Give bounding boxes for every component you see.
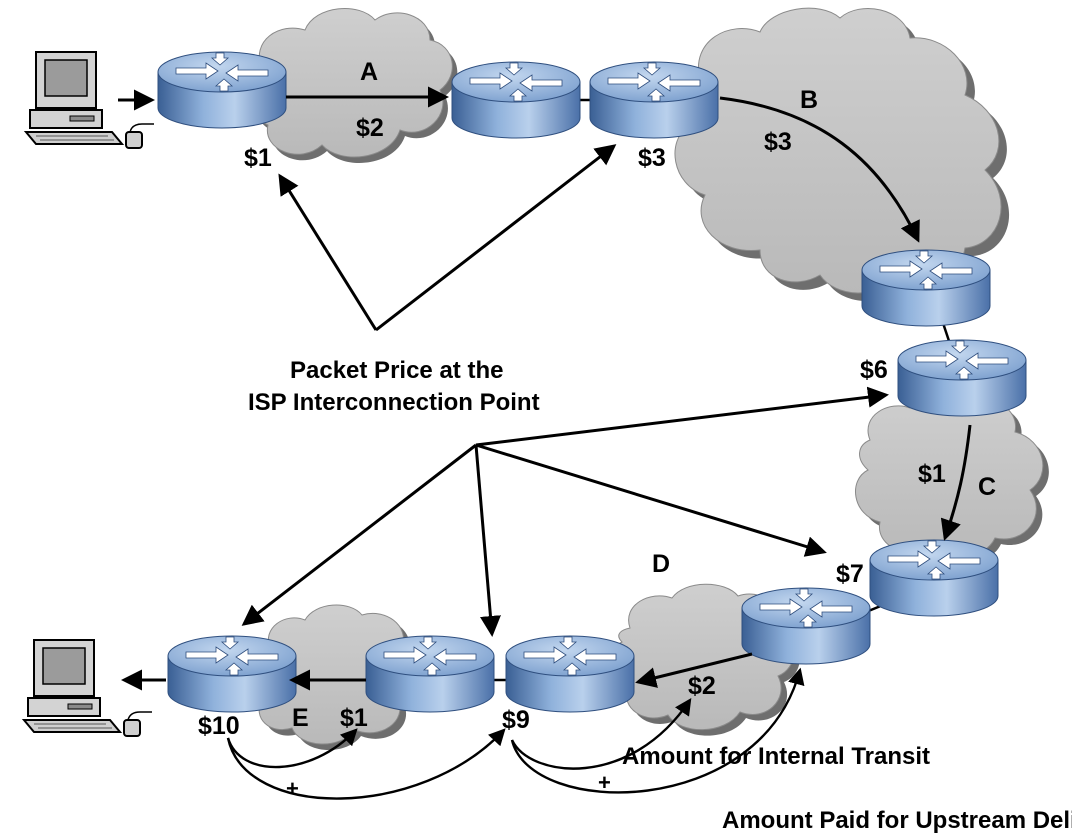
price-link-d: $2	[688, 672, 716, 700]
price-link-c: $1	[918, 460, 946, 488]
price-router-10: $10	[198, 712, 240, 740]
router-6-icon[interactable]	[897, 339, 1027, 417]
cost-curves	[226, 667, 805, 800]
caption-upstream-delivery: Amount Paid for Upstream Delivery	[722, 807, 1072, 834]
interconnection-pointers	[241, 144, 889, 637]
price-router-1: $1	[244, 144, 272, 172]
price-link-e: $1	[340, 704, 368, 732]
cloud-b-label: B	[800, 86, 818, 114]
cloud-d-label: D	[652, 550, 670, 578]
router-2-icon[interactable]	[451, 61, 581, 139]
price-router-7: $7	[836, 560, 864, 588]
router-1-icon[interactable]	[157, 51, 287, 129]
price-link-a: $2	[356, 114, 384, 142]
plus-sign-left: +	[286, 776, 299, 801]
cloud-b	[674, 7, 1010, 302]
cloud-a-label: A	[360, 58, 378, 86]
caption-interconnection-line1: Packet Price at the	[290, 357, 503, 384]
cloud-c-label: C	[978, 473, 996, 501]
cloud-c	[855, 390, 1049, 565]
cloud-a	[249, 8, 458, 164]
router-9-icon[interactable]	[505, 635, 635, 713]
destination-computer-icon[interactable]	[23, 639, 153, 737]
router-4-icon[interactable]	[861, 249, 991, 327]
router-10-icon[interactable]	[167, 635, 297, 713]
router-8-icon[interactable]	[741, 587, 871, 665]
router-e-icon[interactable]	[365, 635, 495, 713]
plus-sign-right: +	[598, 770, 611, 795]
router-7-icon[interactable]	[869, 539, 999, 617]
caption-internal-transit: Amount for Internal Transit	[622, 743, 930, 770]
price-router-3: $3	[638, 144, 666, 172]
router-3-icon[interactable]	[589, 61, 719, 139]
price-router-6: $6	[860, 356, 888, 384]
packet-flow-arrows	[118, 86, 972, 691]
caption-interconnection-line2: ISP Interconnection Point	[248, 389, 540, 416]
price-link-b: $3	[764, 128, 792, 156]
cloud-e-label: E	[292, 704, 309, 732]
price-router-9: $9	[502, 706, 530, 734]
